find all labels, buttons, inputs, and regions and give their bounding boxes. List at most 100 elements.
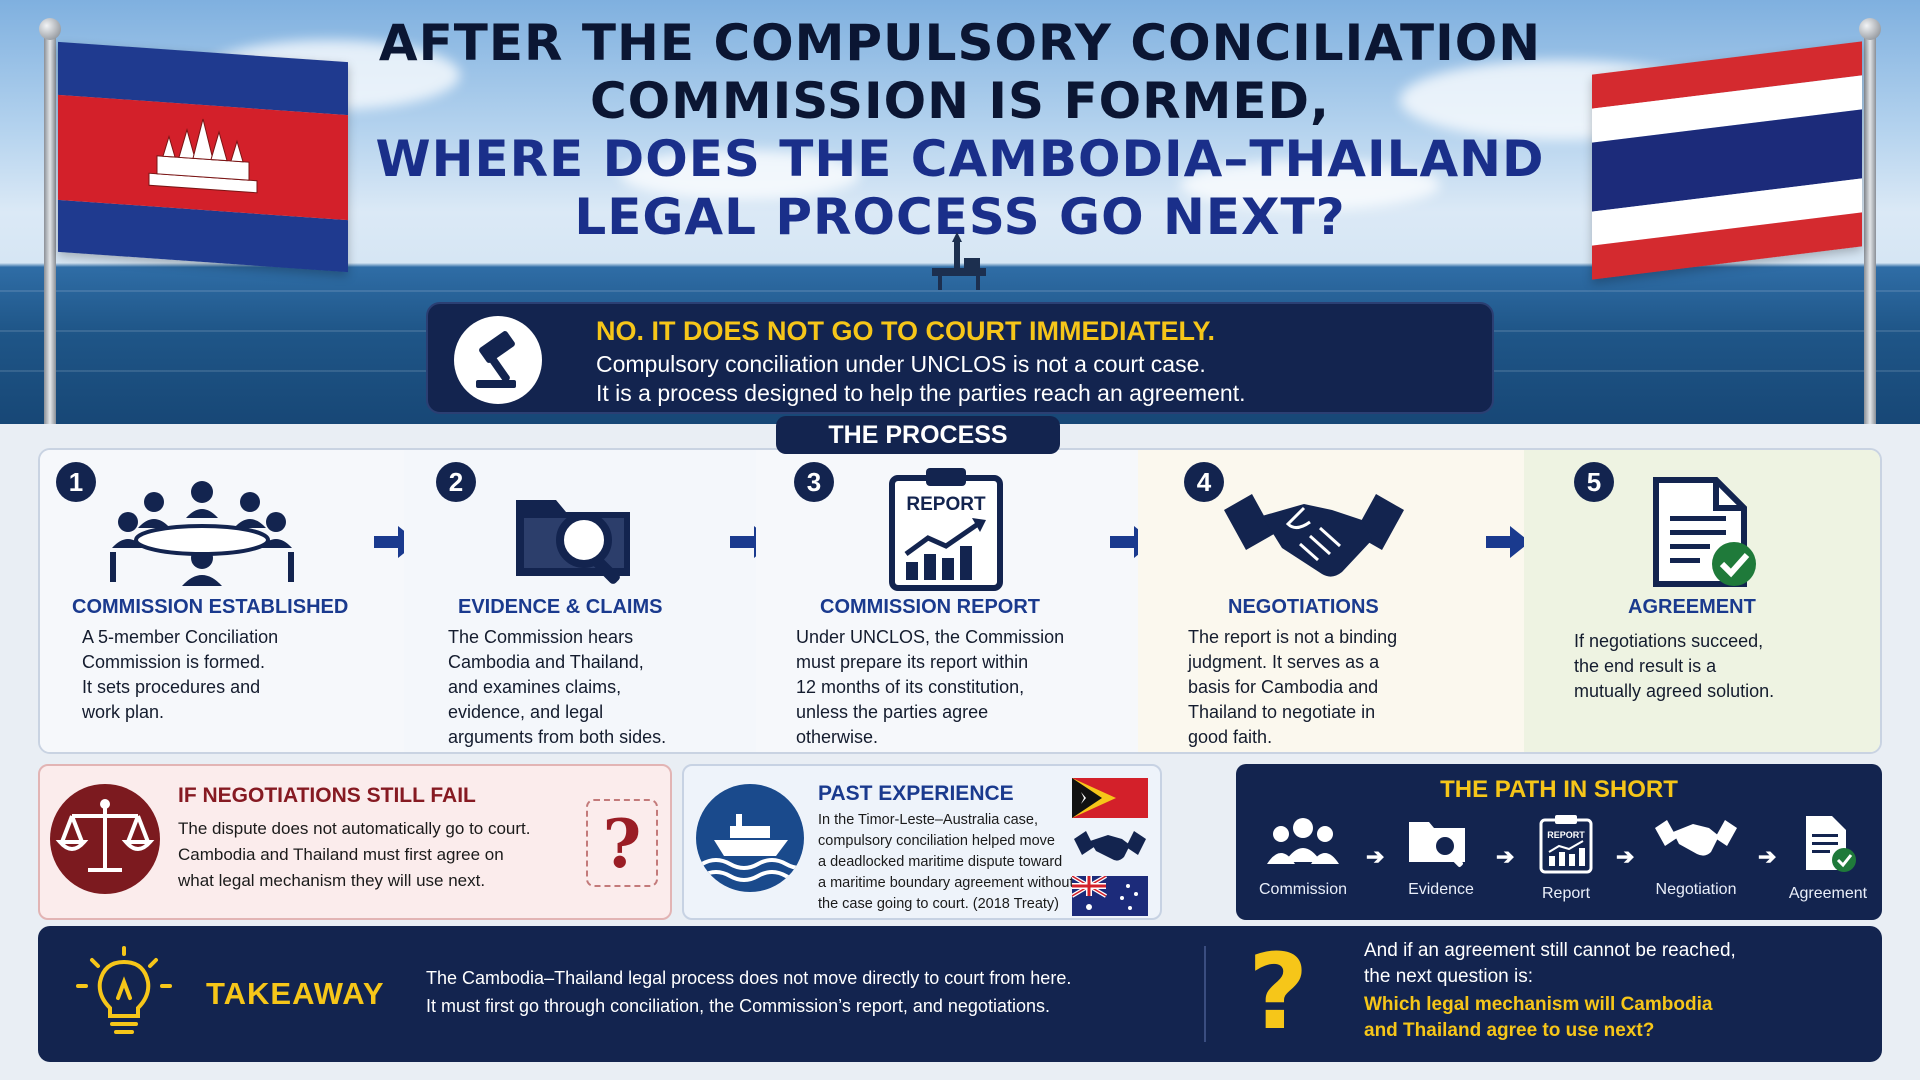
document-check-icon (1653, 477, 1756, 587)
process-step-5: 5 AGREEMENT If negotiations succeed, the… (1524, 450, 1880, 752)
ship-icon-circle (696, 784, 804, 892)
step-body: The Commission hears Cambodia and Thaila… (448, 625, 666, 750)
path-item-label: Report (1541, 885, 1591, 902)
court-callout: NO. IT DOES NOT GO TO COURT IMMEDIATELY.… (426, 302, 1494, 414)
process-step-3: 3 REPORT COMMISSION REPORT Under UNCLOS,… (756, 450, 1154, 752)
takeaway-line-2: It must first go through conciliation, t… (426, 996, 1050, 1016)
step-line: good faith. (1188, 727, 1273, 747)
handshake-icon (1224, 494, 1404, 577)
step-number: 2 (436, 462, 476, 502)
wave (0, 290, 1920, 292)
step-number: 4 (1184, 462, 1224, 502)
step-line: mutually agreed solution. (1574, 681, 1775, 701)
report-clipboard-icon: REPORT (889, 468, 1003, 591)
australia-flag-icon (1070, 874, 1148, 916)
process-step-4: 4 NEGOTIATIONS The report is not a bindi… (1138, 450, 1530, 752)
scales-of-justice-icon (55, 799, 155, 872)
path-in-short-card: THE PATH IN SHORT Commission ➔ Evidence … (1236, 764, 1882, 920)
timor-leste-flag-icon (1072, 778, 1148, 818)
past-body: In the Timor-Leste–Australia case, compu… (818, 810, 1108, 915)
step-line: arguments from both sides. (448, 727, 667, 747)
scales-icon-circle (50, 784, 160, 894)
flagpole-right (1859, 18, 1881, 424)
cloud (620, 150, 860, 200)
step-number: 5 (1574, 462, 1614, 502)
step-title: COMMISSION REPORT (820, 596, 1041, 618)
step-body: If negotiations succeed, the end result … (1574, 629, 1774, 704)
arrow-right-icon: ➔ (1496, 844, 1515, 869)
next-question-line-2: the next question is: (1364, 966, 1533, 987)
flagpole-left (39, 18, 61, 424)
hero-banner: AFTER THE COMPULSORY CONCILIATION COMMIS… (0, 0, 1920, 424)
step-line: judgment. It serves as a (1188, 652, 1380, 672)
step-line: unless the parties agree (796, 702, 989, 722)
step-line: Commission is formed. (82, 652, 266, 672)
takeaway-line-1: The Cambodia–Thailand legal process does… (426, 968, 1072, 988)
step-number: 3 (794, 462, 834, 502)
angkor-wat-icon (148, 118, 258, 193)
question-mark-icon: ? (1248, 931, 1309, 1053)
page-title: AFTER THE COMPULSORY CONCILIATION COMMIS… (300, 14, 1620, 246)
gavel-icon (476, 331, 516, 388)
step-line: and examines claims, (448, 677, 622, 697)
arrow-right-icon: ➔ (1366, 844, 1385, 869)
title-line-3: WHERE DOES THE CAMBODIA–THAILAND (375, 130, 1545, 188)
step-line: evidence, and legal (448, 702, 604, 722)
path-item-label: Agreement (1788, 885, 1868, 902)
step-line: Thailand to negotiate in (1188, 702, 1376, 722)
callout-line-2: It is a process designed to help the par… (596, 380, 1246, 406)
divider (1204, 946, 1206, 1042)
step-line: work plan. (82, 702, 165, 722)
arrow-right-icon: ➔ (1616, 844, 1635, 869)
step-line: the end result is a (1574, 656, 1717, 676)
callout-line-1: Compulsory conciliation under UNCLOS is … (596, 351, 1206, 377)
callout-heading: NO. IT DOES NOT GO TO COURT IMMEDIATELY. (596, 316, 1216, 346)
lightbulb-icon (76, 946, 172, 1034)
step-body: Under UNCLOS, the Commission must prepar… (796, 625, 1064, 750)
fail-line: what legal mechanism they will use next. (178, 871, 486, 890)
step-title: EVIDENCE & CLAIMS (458, 596, 663, 618)
path-heading: THE PATH IN SHORT (1440, 776, 1678, 803)
path-item-evidence: Evidence (1396, 814, 1486, 899)
ship-icon (701, 814, 804, 882)
step-number: 1 (56, 462, 96, 502)
step-line: It sets procedures and (82, 677, 261, 697)
step-title: AGREEMENT (1628, 596, 1756, 618)
question-mark-icon: ? (586, 799, 658, 887)
arrow-right-icon: ➔ (1758, 844, 1777, 869)
past-line: a maritime boundary agreement without (818, 875, 1074, 891)
path-item-report: REPORT Report (1526, 814, 1606, 903)
path-item-label: Evidence (1408, 881, 1474, 898)
oil-rig-icon (932, 232, 986, 290)
step-line: must prepare its report within (796, 652, 1029, 672)
process-step-1: 1 COMMISSION ESTABLISHED A 5-member Conc… (40, 450, 418, 752)
path-item-label: Commission (1258, 881, 1347, 898)
arrow-right-icon (1486, 526, 1530, 558)
report-icon: REPORT (1539, 815, 1593, 874)
negotiations-fail-card: IF NEGOTIATIONS STILL FAIL The dispute d… (38, 764, 672, 920)
fail-heading: IF NEGOTIATIONS STILL FAIL (178, 784, 476, 807)
title-line-1: AFTER THE COMPULSORY CONCILIATION (378, 14, 1542, 72)
past-line: the case going to court. (2018 Treaty) (818, 896, 1059, 912)
takeaway-banner: TAKEAWAY The Cambodia–Thailand legal pro… (38, 926, 1882, 1062)
step-line: The report is not a binding (1188, 627, 1398, 647)
process-label: THE PROCESS (776, 416, 1060, 454)
process-step-2: 2 EVIDENCE & CLAIMS The Commission hears… (404, 450, 774, 752)
step-line: 12 months of its constitution, (796, 677, 1025, 697)
step-line: basis for Cambodia and (1188, 677, 1379, 697)
past-line: In the Timor-Leste–Australia case, (818, 812, 1039, 828)
document-check-icon (1806, 816, 1856, 872)
step-line: Under UNCLOS, the Commission (796, 627, 1065, 647)
next-question-line-4: and Thailand agree to use next? (1364, 1020, 1655, 1041)
title-line-4: LEGAL PROCESS GO NEXT? (574, 188, 1346, 246)
thailand-flag (1592, 41, 1862, 280)
svg-text:REPORT: REPORT (906, 494, 986, 515)
folder-search-icon (1409, 822, 1465, 867)
step-title: NEGOTIATIONS (1228, 596, 1379, 618)
step-title: COMMISSION ESTABLISHED (72, 596, 349, 618)
step-line: The Commission hears (448, 627, 634, 647)
step-line: If negotiations succeed, (1574, 631, 1764, 651)
past-experience-card: PAST EXPERIENCE In the Timor-Leste–Austr… (682, 764, 1162, 920)
past-heading: PAST EXPERIENCE (818, 782, 1014, 805)
step-body: The report is not a binding judgment. It… (1188, 625, 1397, 750)
